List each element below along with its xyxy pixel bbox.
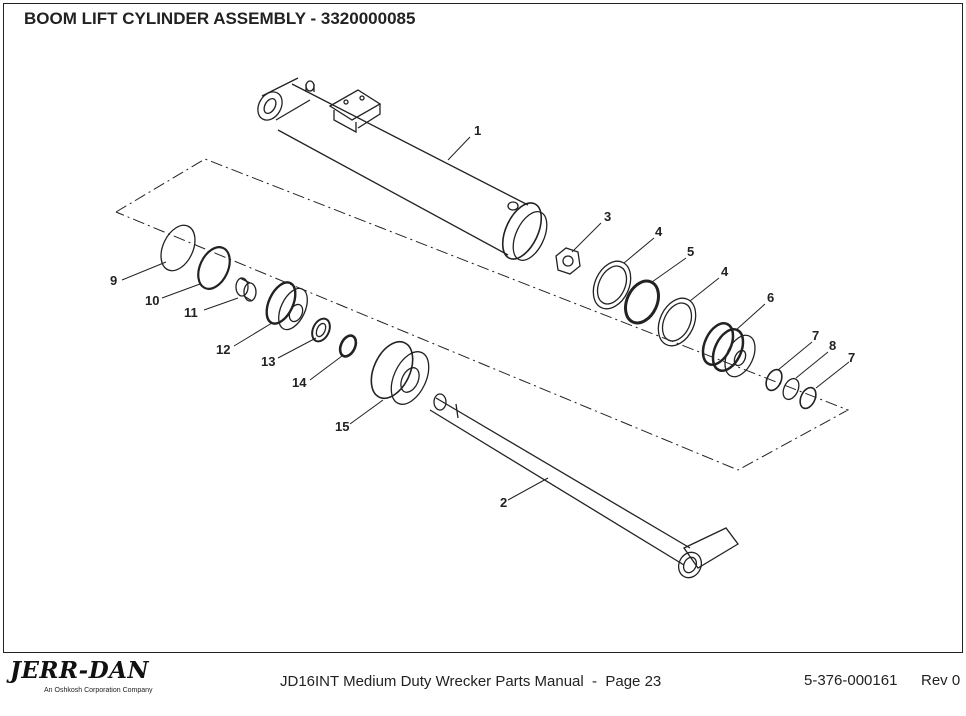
manual-page-label: JD16INT Medium Duty Wrecker Parts Manual… [280,673,662,690]
callout-13: 13 [261,354,275,369]
callout-4a: 4 [655,224,663,239]
piston [701,322,756,378]
rod-seal-13 [311,317,331,343]
assembly-boundary [115,158,850,471]
callout-9: 9 [110,273,117,288]
callout-4b: 4 [721,264,729,279]
callout-labels: 1 2 3 4 5 4 6 7 8 7 9 10 11 12 13 14 15 [110,123,855,510]
bushing [235,277,257,302]
wiper-14 [338,334,358,358]
callout-3: 3 [604,209,611,224]
callout-5: 5 [687,244,694,259]
callout-7a: 7 [812,328,819,343]
lock-nut [555,247,581,275]
o-ring-7a [765,368,783,392]
callout-15: 15 [335,419,349,434]
backup-ring-a [592,260,632,310]
callout-7b: 7 [848,350,855,365]
backup-ring-8 [782,377,800,401]
cylinder-head [370,340,430,405]
callout-1: 1 [474,123,481,138]
callout-8: 8 [829,338,836,353]
callout-14: 14 [292,375,307,390]
cylinder-rod [429,393,739,579]
callout-6: 6 [767,290,774,305]
gland [265,281,308,331]
logo-tagline: An Oshkosh Corporation Company [44,687,153,694]
callout-12: 12 [216,342,230,357]
o-ring-5 [624,279,660,325]
callout-10: 10 [145,293,159,308]
o-ring-9 [160,224,196,272]
cylinder-barrel [257,77,548,261]
o-ring-10 [197,246,231,290]
revision-label: Rev 0 [921,672,961,689]
backup-ring-b [657,297,697,347]
exploded-diagram: 1 2 3 4 5 4 6 7 8 7 9 10 11 12 13 14 15 [110,77,855,579]
jerr-dan-logo: JERR-DAN [10,657,150,684]
leader-lines [121,136,850,501]
callout-11: 11 [184,305,198,320]
callout-2: 2 [500,495,507,510]
diagram-frame [3,3,963,653]
page-title: BOOM LIFT CYLINDER ASSEMBLY - 3320000085 [24,9,416,28]
o-ring-7b [799,386,817,410]
document-number: 5-376-000161 [804,672,898,689]
